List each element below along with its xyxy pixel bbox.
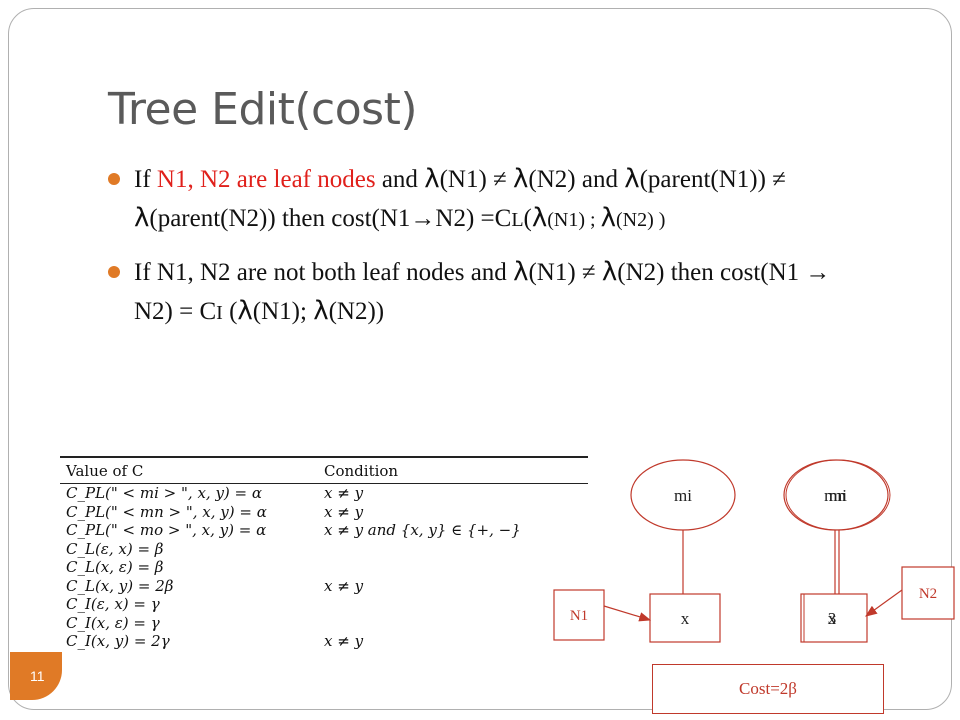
lambda-symbol: λ <box>601 257 618 287</box>
bullet-1-text-h: (N1) ; <box>547 209 601 231</box>
right-parent-label-mi: mi <box>829 486 847 505</box>
table-header-row: Value of C Condition <box>60 456 588 484</box>
lambda-symbol: λ <box>600 203 616 233</box>
bullet-2-text-c: (N2) then cost(N1 → N2) = C <box>134 259 831 325</box>
bullet-dot-icon <box>108 266 120 278</box>
table-row: C_PL(" < mo > ", x, y) = α x ≠ y and {x, … <box>60 521 588 540</box>
table-row: C_PL(" < mn > ", x, y) = α x ≠ y <box>60 503 588 522</box>
table-cell-condition: x ≠ y <box>324 576 364 595</box>
table-cell-value: C_PL(" < mi > ", x, y) = α <box>66 484 263 503</box>
n2-arrow <box>865 589 903 617</box>
slide-title: Tree Edit(cost) <box>108 84 418 135</box>
table-cell-value: C_L(ε, x) = β <box>66 539 164 558</box>
bullet-2-text-a: If N1, N2 are not both leaf nodes and <box>134 259 514 286</box>
slide-number: 11 <box>30 668 45 684</box>
bullet-1-text-f: (parent(N2)) then cost(N1→N2) =C <box>149 205 512 232</box>
subscript-i: I <box>216 302 223 324</box>
table-row: C_I(ε, x) = γ <box>60 595 588 614</box>
bullet-dot-icon <box>108 173 120 185</box>
bullet-2-text-d: ( <box>222 298 238 325</box>
slide-frame <box>8 8 952 710</box>
bullet-list: If N1, N2 are leaf nodes and λ(N1) ≠ λ(N… <box>108 160 868 346</box>
bullet-1-highlight: N1, N2 are leaf nodes <box>156 166 376 193</box>
subscript-l: L <box>511 209 524 231</box>
bullet-2: If N1, N2 are not both leaf nodes and λ(… <box>108 253 868 332</box>
table-cell-condition: x ≠ y and {x, y} ∈ {+, −} <box>324 521 521 540</box>
lambda-symbol: λ <box>237 296 253 326</box>
table-row: C_I(x, y) = 2γ x ≠ y <box>60 632 588 651</box>
left-leaf-label: x <box>681 609 690 628</box>
n1-label: N1 <box>570 608 588 624</box>
cost-table: Value of C Condition C_PL(" < mi > ", x,… <box>60 456 588 651</box>
n1-callout <box>553 589 605 641</box>
cost-result-box: Cost=2β <box>652 664 884 714</box>
table-row: C_L(x, y) = 2β x ≠ y <box>60 577 588 596</box>
table-cell-value: C_L(x, y) = 2β <box>66 576 174 595</box>
table-cell-value: C_I(ε, x) = γ <box>66 595 160 614</box>
table-row: C_L(x, ε) = β <box>60 558 588 577</box>
table-cell-value: C_L(x, ε) = β <box>66 558 164 577</box>
cost-result-label: Cost=2β <box>739 679 797 698</box>
n2-label: N2 <box>919 586 937 602</box>
table-header-value: Value of C <box>60 456 318 484</box>
lambda-symbol: λ <box>313 296 329 326</box>
n2-callout <box>901 566 955 620</box>
n1-arrow <box>603 605 652 622</box>
table-cell-condition: x ≠ y <box>324 484 364 503</box>
table-cell-value: C_I(x, y) = 2γ <box>66 632 170 651</box>
bullet-1-text-b: and <box>375 166 425 193</box>
bullet-1-text-a: If <box>134 166 157 193</box>
table-row: C_L(ε, x) = β <box>60 540 588 559</box>
table-header-condition: Condition <box>318 456 588 484</box>
right-leaf-label-3: 3 <box>828 609 837 628</box>
table-cell-condition: x ≠ y <box>324 632 364 651</box>
right-leaf-node <box>800 593 868 643</box>
lambda-symbol: λ <box>513 164 529 194</box>
bullet-1-text-c: (N1) ≠ <box>439 166 514 193</box>
lambda-symbol: λ <box>134 203 150 233</box>
table-cell-value: C_PL(" < mn > ", x, y) = α <box>66 502 267 521</box>
left-parent-node <box>630 459 736 531</box>
right-parent-node-shadow <box>785 459 891 531</box>
bullet-2-text-f: (N2)) <box>328 298 385 325</box>
bullet-1-text-d: (N2) and <box>528 166 625 193</box>
bullet-1-text-e: (parent(N1)) ≠ <box>639 166 786 193</box>
table-row: C_I(x, ε) = γ <box>60 614 588 633</box>
table-cell-value: C_I(x, ε) = γ <box>66 613 160 632</box>
bullet-1-text-g: ( <box>523 205 532 232</box>
lambda-symbol: λ <box>513 257 529 287</box>
lambda-symbol: λ <box>531 203 548 233</box>
left-parent-label: mi <box>674 486 692 505</box>
table-cell-condition: x ≠ y <box>324 502 364 521</box>
table-row: C_PL(" < mi > ", x, y) = α x ≠ y <box>60 484 588 503</box>
bullet-2-text-e: (N1); <box>252 298 314 325</box>
lambda-symbol: λ <box>624 164 640 194</box>
bullet-1: If N1, N2 are leaf nodes and λ(N1) ≠ λ(N… <box>108 160 868 239</box>
bullet-2-text-b: (N1) ≠ <box>528 259 602 286</box>
right-parent-label-mn: mn <box>824 486 846 505</box>
lambda-symbol: λ <box>424 164 440 194</box>
right-leaf-node-shadow <box>803 593 868 643</box>
table-cell-value: C_PL(" < mo > ", x, y) = α <box>66 521 267 540</box>
right-leaf-label-x: x <box>828 609 837 628</box>
bullet-1-text-i: (N2) ) <box>615 209 666 231</box>
